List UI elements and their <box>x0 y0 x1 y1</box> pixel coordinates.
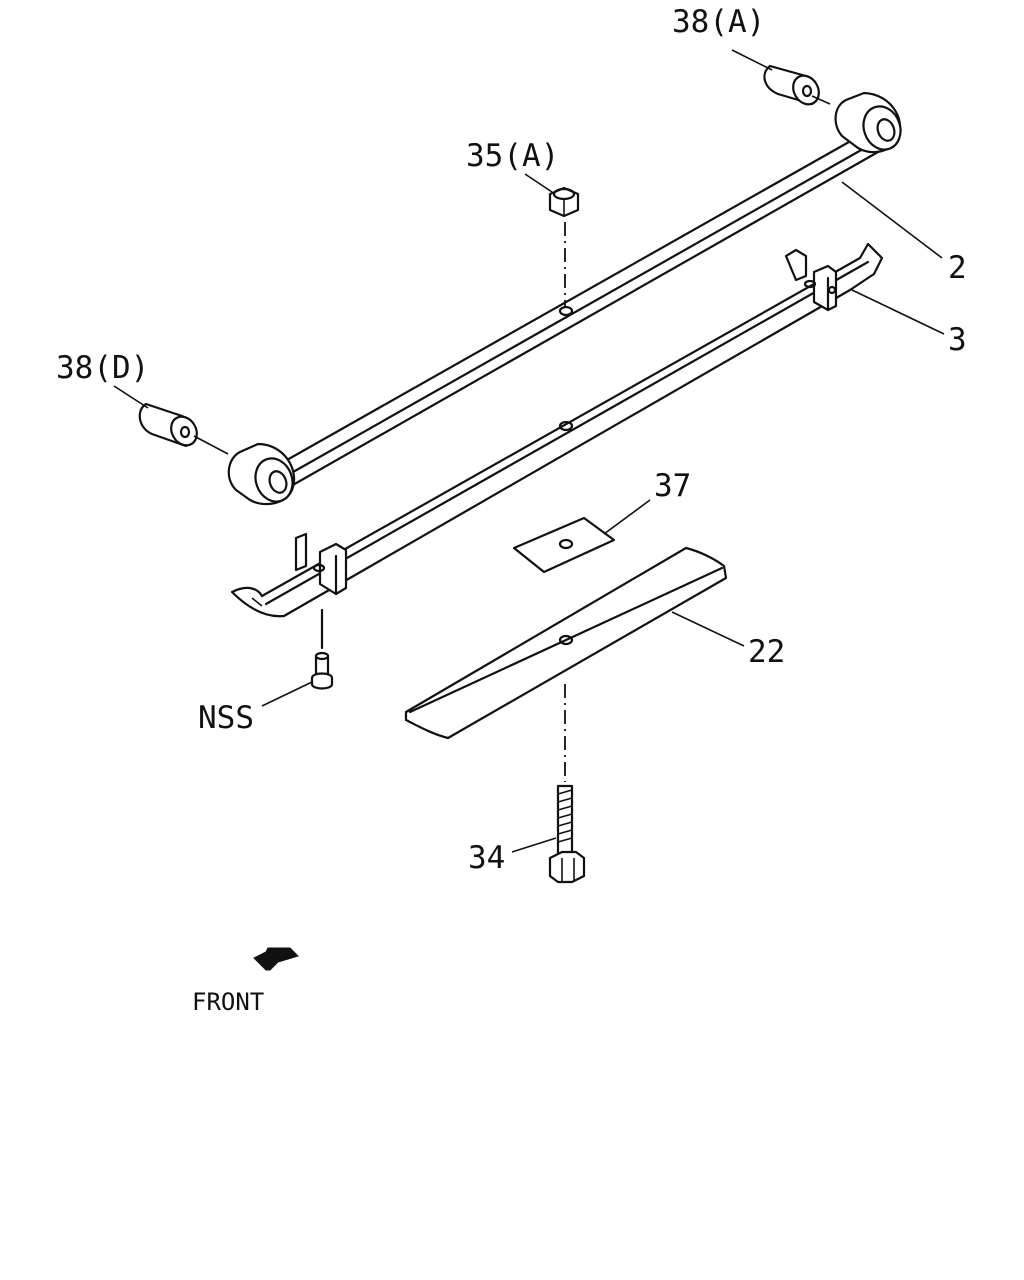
bushing-38d <box>138 402 229 455</box>
label-35a: 35(A) <box>466 138 559 174</box>
bushing-38a <box>763 64 831 106</box>
label-37: 37 <box>654 468 691 504</box>
main-leaf-part-2 <box>227 91 902 506</box>
label-34: 34 <box>468 840 505 876</box>
label-38d: 38(D) <box>56 350 149 386</box>
screw-nss <box>310 608 334 690</box>
nut-35a <box>548 186 580 218</box>
leader-lines <box>113 49 945 853</box>
helper-leaf-22 <box>404 546 728 740</box>
front-direction-indicator: FRONT <box>192 947 299 1016</box>
label-2: 2 <box>948 250 967 286</box>
label-nss: NSS <box>198 700 254 736</box>
label-22: 22 <box>748 634 785 670</box>
center-bolt-34 <box>548 784 586 884</box>
label-3: 3 <box>948 322 967 358</box>
front-arrow-icon <box>253 947 299 971</box>
pad-37 <box>512 516 616 574</box>
front-label: FRONT <box>192 988 264 1016</box>
label-38a: 38(A) <box>672 4 765 40</box>
second-leaf-part-3 <box>230 242 884 618</box>
